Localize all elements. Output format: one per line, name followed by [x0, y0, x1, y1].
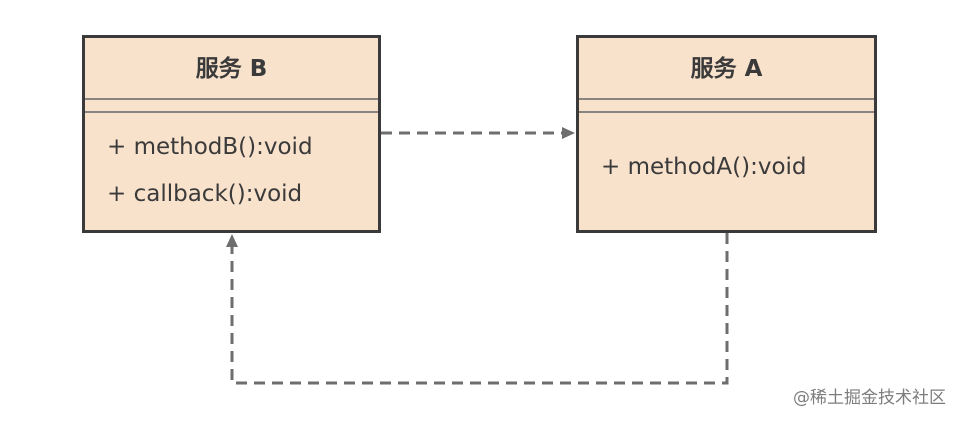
class-divider: [579, 98, 874, 100]
class-box-service-a: 服务 A + methodA():void: [576, 35, 877, 233]
method-callback: + callback():void: [107, 181, 303, 207]
class-divider: [579, 111, 874, 113]
class-name-service-a: 服务 A: [690, 56, 763, 82]
callback-line-a-to-b: [230, 233, 729, 385]
method-list: + methodA():void: [601, 148, 864, 195]
class-divider: [85, 98, 378, 100]
method-method-a: + methodA():void: [601, 154, 807, 180]
class-name-service-b: 服务 B: [195, 56, 268, 82]
method-list: + methodB():void + callback():void: [107, 128, 368, 222]
arrowhead-right-icon: [562, 127, 575, 139]
watermark: @稀土掘金技术社区: [793, 388, 946, 408]
method-method-b: + methodB():void: [107, 134, 313, 160]
arrowhead-up-icon: [226, 234, 238, 247]
dependency-arrow-b-to-a: [381, 127, 575, 139]
class-box-service-b: 服务 B + methodB():void + callback():void: [82, 35, 381, 233]
class-divider: [85, 111, 378, 113]
dependency-arrow-a-to-b: [226, 233, 729, 385]
